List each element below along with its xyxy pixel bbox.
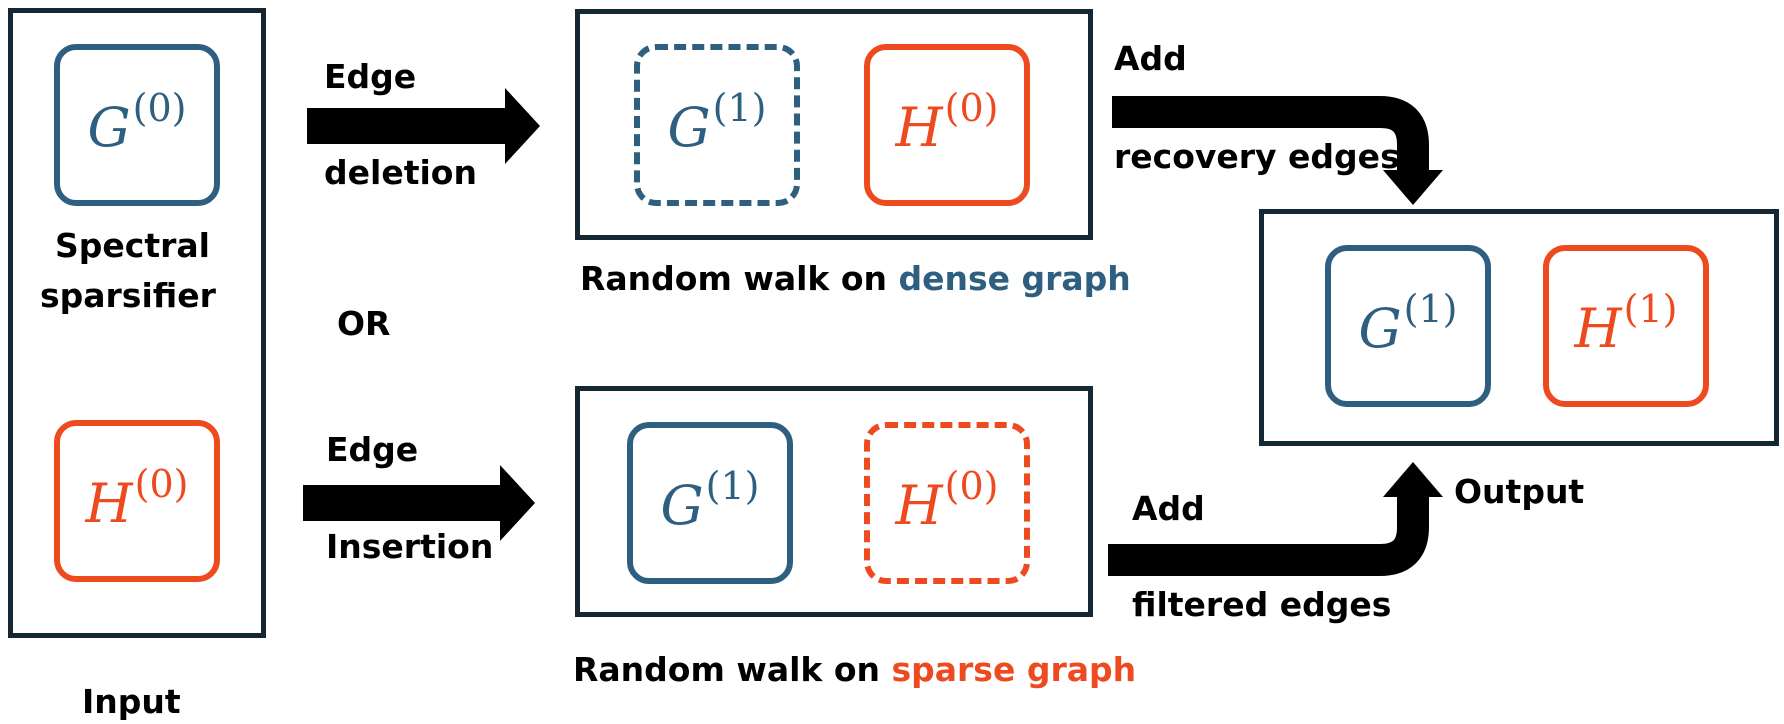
output-caption: Output xyxy=(1454,472,1585,511)
input-g0-symbol: G(0) xyxy=(87,86,187,159)
output-g1-symbol: G(1) xyxy=(1358,287,1458,360)
filtered-edges-label: filtered edges xyxy=(1132,585,1392,624)
input-h0-symbol: H(0) xyxy=(85,462,189,535)
filtered-edges-arrowhead xyxy=(1383,462,1443,497)
sparse-h0-symbol: H(0) xyxy=(895,464,999,537)
edge-insertion-label-line2: Insertion xyxy=(326,527,494,566)
output-h1-node: H(1) xyxy=(1543,245,1709,407)
edge-deletion-label-line2: deletion xyxy=(324,153,477,192)
edge-deletion-arrow xyxy=(307,88,540,164)
filtered-edges-arrow xyxy=(1108,487,1429,576)
sparse-walk-caption-prefix: Random walk on xyxy=(573,650,892,689)
or-label: OR xyxy=(337,304,391,343)
output-h1-symbol: H(1) xyxy=(1574,287,1678,360)
output-g1-node: G(1) xyxy=(1325,245,1491,407)
dense-g1-node: G(1) xyxy=(634,44,800,206)
dense-h0-node: H(0) xyxy=(864,44,1030,206)
dense-walk-caption: Random walk on dense graph xyxy=(580,262,1131,295)
dense-g1-symbol: G(1) xyxy=(667,86,767,159)
recovery-edges-arrow xyxy=(1112,96,1429,180)
dense-walk-caption-accent: dense graph xyxy=(898,259,1131,298)
sparse-h0-node: H(0) xyxy=(864,422,1030,584)
recovery-edges-arrowhead xyxy=(1383,170,1443,205)
sparse-g1-node: G(1) xyxy=(627,422,793,584)
sparse-walk-caption: Random walk on sparse graph xyxy=(573,653,1136,686)
edge-deletion-label-line1: Edge xyxy=(324,57,417,96)
sparsifier-label-line2: sparsifier xyxy=(40,276,216,315)
filtered-add-label: Add xyxy=(1132,489,1205,528)
edge-insertion-arrow xyxy=(303,465,535,541)
sparse-walk-caption-accent: sparse graph xyxy=(891,650,1137,689)
dense-walk-caption-prefix: Random walk on xyxy=(580,259,899,298)
sparse-g1-symbol: G(1) xyxy=(660,464,760,537)
input-g0-node: G(0) xyxy=(54,44,220,206)
input-h0-node: H(0) xyxy=(54,420,220,582)
dense-h0-symbol: H(0) xyxy=(895,86,999,159)
recovery-add-label: Add xyxy=(1114,39,1187,78)
edge-insertion-label-line1: Edge xyxy=(326,430,419,469)
sparsifier-label-line1: Spectral xyxy=(55,226,210,265)
input-caption: Input xyxy=(82,682,181,721)
recovery-edges-label: recovery edges xyxy=(1114,137,1400,176)
